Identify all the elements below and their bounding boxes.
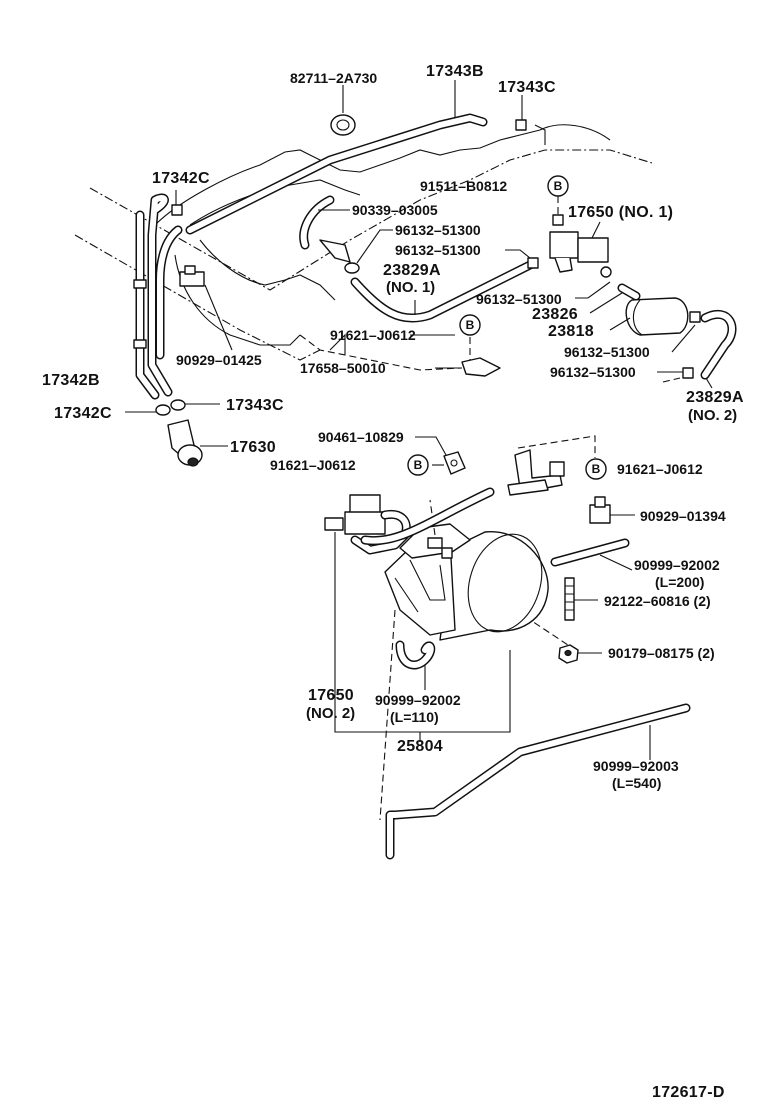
tube-90999-92002-right bbox=[550, 538, 633, 571]
valve-17630 bbox=[167, 419, 228, 467]
engine-outline bbox=[74, 124, 653, 361]
b-marker-letter: B bbox=[592, 462, 601, 476]
b-marker-upper-mid: B bbox=[459, 314, 481, 336]
label-96132-a: 96132–51300 bbox=[395, 222, 481, 238]
tube-90999-92003 bbox=[385, 703, 691, 860]
label-17343b: 17343B bbox=[426, 63, 484, 80]
vsv-17650-no1 bbox=[549, 196, 612, 278]
sensor-90929-01394 bbox=[589, 496, 635, 524]
b-marker-letter: B bbox=[466, 318, 475, 332]
canister-25804 bbox=[379, 499, 549, 821]
hose-90999-92002-center bbox=[395, 640, 436, 690]
label-91621-upper: 91621–J0612 bbox=[330, 327, 416, 343]
label-91511: 91511–B0812 bbox=[420, 178, 507, 194]
sensor-90929-01425 bbox=[179, 265, 233, 351]
hose-17342b bbox=[133, 190, 183, 400]
label-90999-92002-right-line2: (L=200) bbox=[655, 574, 704, 590]
label-17650-no2-line2: (NO. 2) bbox=[306, 705, 355, 722]
label-91621-left: 91621–J0612 bbox=[270, 457, 356, 473]
label-90339: 90339–03005 bbox=[352, 202, 438, 218]
b-marker-top: B bbox=[547, 175, 569, 197]
label-90999-92002-right-line1: 90999–92002 bbox=[634, 557, 720, 573]
label-23818: 23818 bbox=[548, 323, 594, 340]
tube-23826 bbox=[575, 281, 641, 314]
label-96132-c: 96132–51300 bbox=[476, 291, 562, 307]
part-labels: 82711–2A730 17343B 17343C 17342C 91511–B… bbox=[42, 63, 744, 1101]
label-90999-92003-line2: (L=540) bbox=[612, 775, 661, 791]
label-90999-92002-center-line2: (L=110) bbox=[390, 709, 439, 725]
label-17342b: 17342B bbox=[42, 372, 100, 389]
bolt-90461 bbox=[415, 436, 466, 475]
label-17650-no2-line1: 17650 bbox=[308, 687, 354, 704]
vsv-17650-no2 bbox=[324, 487, 511, 742]
bracket-17658 bbox=[299, 333, 501, 377]
label-23826: 23826 bbox=[532, 306, 578, 323]
label-23829a-no2-line1: 23829A bbox=[686, 389, 744, 406]
clamp-96132-b bbox=[505, 249, 539, 269]
b-marker-letter: B bbox=[554, 179, 563, 193]
label-17650-no1: 17650 (NO. 1) bbox=[568, 204, 673, 221]
label-17343c-left: 17343C bbox=[226, 397, 284, 414]
label-96132-d: 96132–51300 bbox=[564, 344, 650, 360]
filter-23818 bbox=[609, 297, 689, 336]
label-17343c-top: 17343C bbox=[498, 79, 556, 96]
label-96132-e: 96132–51300 bbox=[550, 364, 636, 380]
b-marker-letter: B bbox=[414, 458, 423, 472]
clips-left bbox=[125, 399, 220, 416]
diagram-id: 172617-D bbox=[652, 1084, 725, 1101]
label-90179: 90179–08175 (2) bbox=[608, 645, 715, 661]
label-82711: 82711–2A730 bbox=[290, 70, 377, 86]
b-marker-left: B bbox=[407, 454, 429, 476]
hose-23829a-no1 bbox=[350, 260, 535, 323]
label-92122: 92122–60816 (2) bbox=[604, 593, 711, 609]
clamp-82711 bbox=[330, 85, 356, 136]
label-90999-92002-center-line1: 90999–92002 bbox=[375, 692, 461, 708]
label-25804: 25804 bbox=[397, 738, 443, 755]
label-90929-01394: 90929–01394 bbox=[640, 508, 726, 524]
label-17658: 17658–50010 bbox=[300, 360, 386, 376]
tube-90339 bbox=[299, 195, 393, 274]
bracket-right bbox=[507, 435, 596, 496]
label-90999-92003-line1: 90999–92003 bbox=[593, 758, 679, 774]
hose-23829a-no2 bbox=[657, 309, 737, 389]
label-23829a-no1-line1: 23829A bbox=[383, 262, 441, 279]
stud-92122 bbox=[564, 577, 598, 621]
label-17342c-top: 17342C bbox=[152, 170, 210, 187]
b-marker-right: B bbox=[585, 458, 607, 480]
label-17342c-left: 17342C bbox=[54, 405, 112, 422]
label-17630: 17630 bbox=[230, 439, 276, 456]
clip-17343c-top bbox=[515, 95, 546, 145]
label-91621-right: 91621–J0612 bbox=[617, 461, 703, 477]
label-23829a-no2-line2: (NO. 2) bbox=[688, 407, 737, 424]
tube-17343b bbox=[185, 80, 488, 235]
label-23829a-no1-line2: (NO. 1) bbox=[386, 279, 435, 296]
label-96132-b: 96132–51300 bbox=[395, 242, 481, 258]
label-90929-01425: 90929–01425 bbox=[176, 352, 262, 368]
label-90461: 90461–10829 bbox=[318, 429, 404, 445]
